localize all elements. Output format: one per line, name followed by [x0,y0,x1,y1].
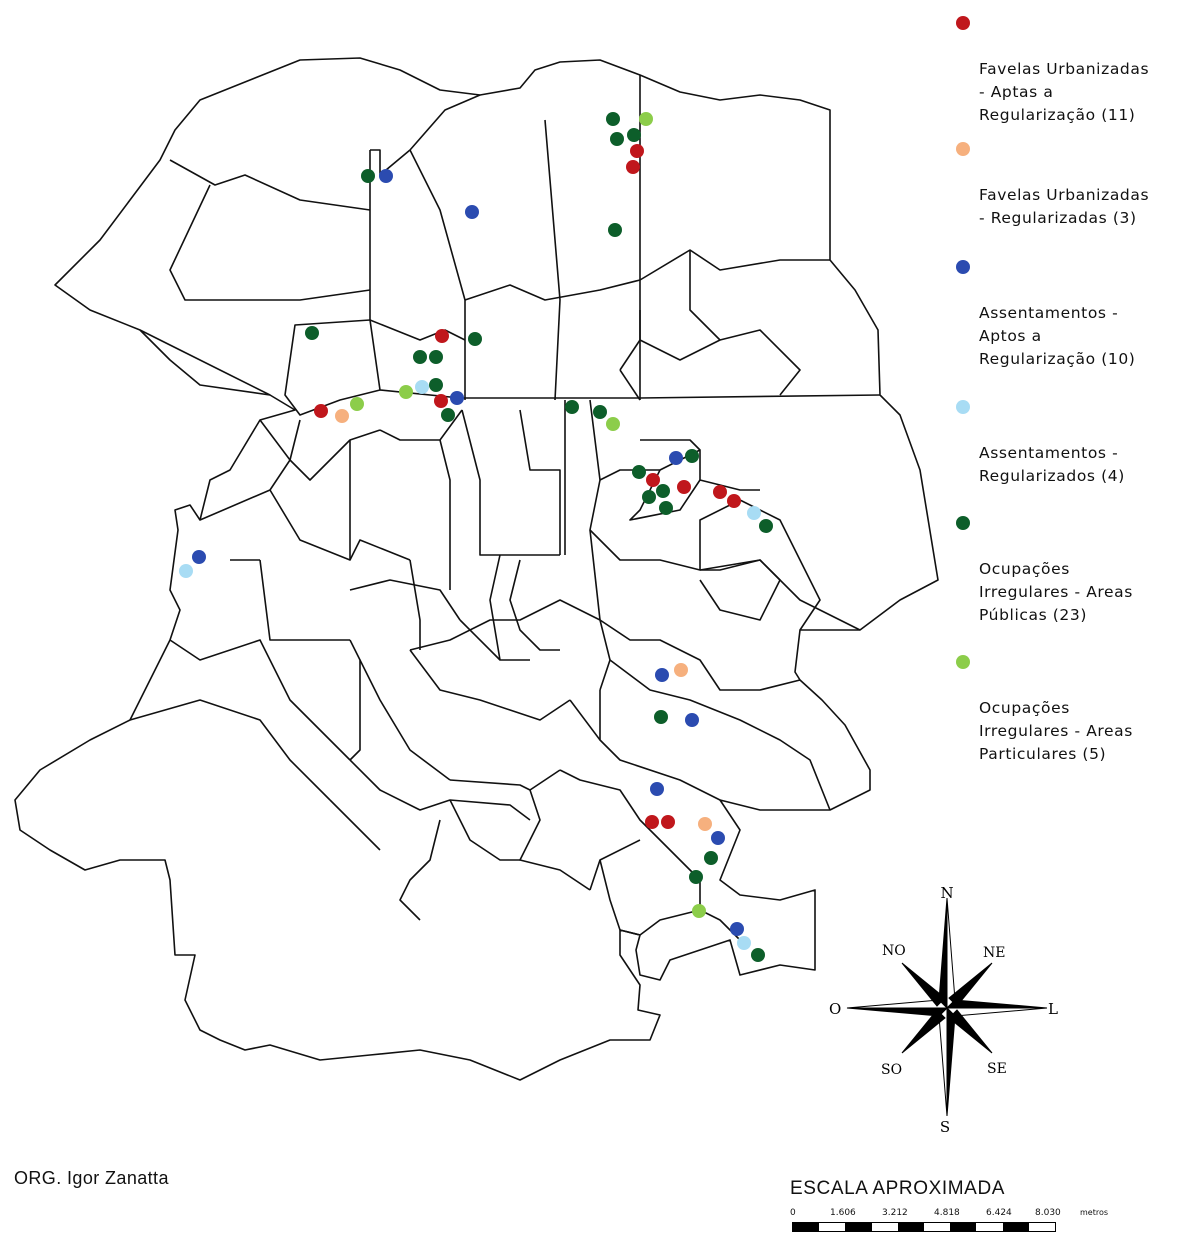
legend-label: Assentamentos - Regularizados (4) [979,444,1125,485]
legend-label: Ocupações Irregulares - Areas Particular… [979,699,1133,763]
favela-apta-point [727,494,741,508]
favela-regularizada-point [674,663,688,677]
compass-o: O [829,1000,841,1018]
favela-apta-point [713,485,727,499]
legend-item-assentamentos-regularizados: Assentamentos - Regularizados (4) [955,396,1190,488]
ocupacao-publica-point [759,519,773,533]
scale-title: ESCALA APROXIMADA [790,1178,1006,1199]
assentamento-apto-point [650,782,664,796]
legend-item-favelas-aptas: Favelas Urbanizadas - Aptas a Regulariza… [955,12,1190,127]
ocupacao-publica-point [305,326,319,340]
ocupacao-publica-point [610,132,624,146]
assentamento-apto-point [730,922,744,936]
scale-bar: ESCALA APROXIMADA 0 1.606 3.212 4.818 6.… [790,1178,1130,1240]
assentamento-apto-point [192,550,206,564]
ocupacao-publica-point [632,465,646,479]
legend-label: Ocupações Irregulares - Areas Públicas (… [979,560,1133,624]
favela-apta-point [630,144,644,158]
favela-regularizada-point [698,817,712,831]
legend-item-favelas-regularizadas: Favelas Urbanizadas - Regularizadas (3) [955,138,1190,230]
scale-ticks: 0 1.606 3.212 4.818 6.424 8.030 metros [790,1208,1130,1220]
ocupacao-particular-point [606,417,620,431]
ocupacao-publica-point [685,449,699,463]
ocupacao-publica-point [689,870,703,884]
ocupacao-publica-point [593,405,607,419]
ocupacao-publica-point [656,484,670,498]
favela-apta-point [314,404,328,418]
ocupacao-publica-point [413,350,427,364]
assentamento-regularizado-point [415,380,429,394]
scale-tick: 1.606 [830,1208,856,1218]
assentamento-regularizado-point [737,936,751,950]
ocupacao-particular-point [399,385,413,399]
favela-apta-point [646,473,660,487]
legend-dot [956,142,970,156]
assentamento-apto-point [685,713,699,727]
author-credit: ORG. Igor Zanatta [14,1168,169,1188]
compass-rose-icon: N S L O NE NO SE SO [829,884,1058,1136]
ocupacao-publica-point [654,710,668,724]
scale-tick: 0 [790,1208,796,1218]
legend-item-ocupacoes-particulares: Ocupações Irregulares - Areas Particular… [955,651,1190,766]
assentamento-apto-point [711,831,725,845]
legend-dot [956,16,970,30]
legend-label: Favelas Urbanizadas - Aptas a Regulariza… [979,60,1150,124]
favela-apta-point [677,480,691,494]
assentamento-apto-point [450,391,464,405]
compass-se: SE [987,1061,1007,1077]
favela-apta-point [434,394,448,408]
compass-s: S [940,1118,950,1136]
assentamento-apto-point [465,205,479,219]
ocupacao-particular-point [639,112,653,126]
ocupacao-publica-point [606,112,620,126]
legend-dot [956,400,970,414]
favela-apta-point [661,815,675,829]
ocupacao-publica-point [361,169,375,183]
scale-bar-graphic [792,1222,1056,1232]
favela-apta-point [435,329,449,343]
compass-l: L [1048,1000,1058,1018]
ocupacao-publica-point [565,400,579,414]
legend-item-ocupacoes-publicas: Ocupações Irregulares - Areas Públicas (… [955,512,1190,627]
assentamento-apto-point [655,668,669,682]
ocupacao-publica-point [642,490,656,504]
scale-tick: 6.424 [986,1208,1012,1218]
ocupacao-particular-point [350,397,364,411]
compass-no: NO [882,943,906,959]
ocupacao-particular-point [692,904,706,918]
scale-tick: 4.818 [934,1208,960,1218]
compass-ne: NE [983,945,1005,961]
ocupacao-publica-point [429,350,443,364]
city-outline [14,57,939,1081]
favela-apta-point [626,160,640,174]
assentamento-apto-point [669,451,683,465]
ocupacao-publica-point [468,332,482,346]
ocupacao-publica-point [659,501,673,515]
legend-label: Assentamentos - Aptos a Regularização (1… [979,304,1136,368]
legend-item-assentamentos-aptos: Assentamentos - Aptos a Regularização (1… [955,256,1190,371]
ocupacao-publica-point [751,948,765,962]
legend-dot [956,655,970,669]
ocupacao-publica-point [429,378,443,392]
assentamento-regularizado-point [747,506,761,520]
legend: Favelas Urbanizadas - Aptas a Regulariza… [955,12,1190,766]
ocupacao-publica-point [704,851,718,865]
ocupacao-publica-point [608,223,622,237]
scale-unit: metros [1080,1208,1109,1217]
scale-tick: 8.030 [1035,1208,1061,1218]
favela-apta-point [645,815,659,829]
legend-dot [956,516,970,530]
scale-tick: 3.212 [882,1208,908,1218]
ocupacao-publica-point [627,128,641,142]
assentamento-apto-point [379,169,393,183]
favela-regularizada-point [335,409,349,423]
assentamento-regularizado-point [179,564,193,578]
compass-n: N [940,884,953,902]
legend-label: Favelas Urbanizadas - Regularizadas (3) [979,186,1150,227]
compass-so: SO [881,1062,902,1078]
ocupacao-publica-point [441,408,455,422]
legend-dot [956,260,970,274]
